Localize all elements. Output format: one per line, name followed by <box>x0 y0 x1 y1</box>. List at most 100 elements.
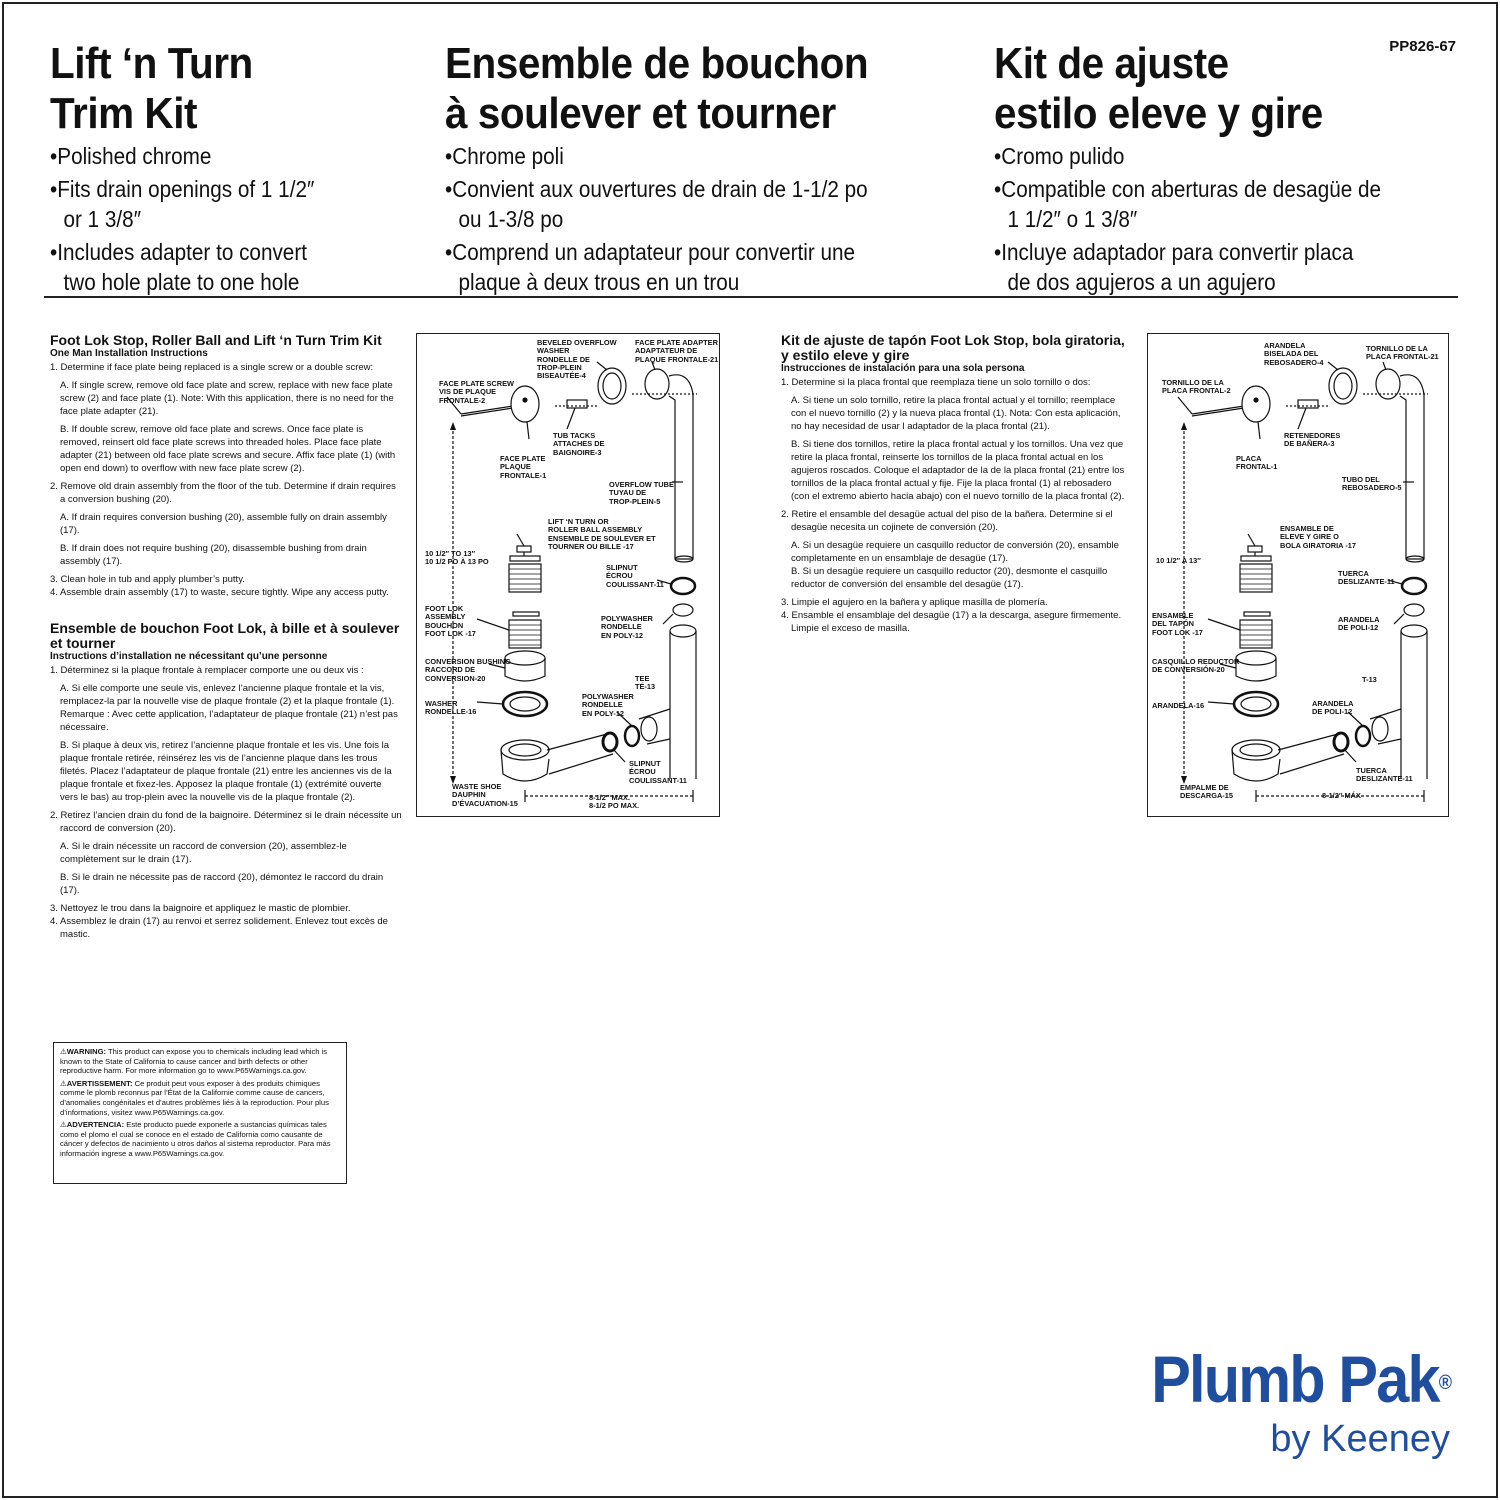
label-polywasher-top: POLYWASHER RONDELLE EN POLY-12 <box>601 614 653 640</box>
step-2a: A. Si le drain nécessite un raccord de c… <box>60 841 347 865</box>
label-slipnut-bottom: TUERCA DESLIZANTE-11 <box>1356 766 1413 784</box>
sku-number: PP826-67 <box>1389 38 1456 55</box>
brand-name: Plumb Pak <box>1151 1342 1440 1416</box>
instructions-title-es: Kit de ajuste de tapón Foot Lok Stop, bo… <box>781 332 1125 363</box>
title-line-2: Trim Kit <box>50 89 198 138</box>
label-beveled-washer: ARANDELA BISELADA DEL REBOSADERO-4 <box>1264 341 1324 367</box>
label-polywasher-bottom: POLYWASHER RONDELLE EN POLY-12 <box>582 692 634 718</box>
label-washer: WASHER RONDELLE-16 <box>425 699 477 717</box>
warning-en-head: ⚠WARNING: <box>60 1047 107 1056</box>
label-foot-lok-assembly: FOOT LOK ASSEMBLY BOUCHON FOOT LOK -17 <box>425 604 476 638</box>
label-face-plate-screw: FACE PLATE SCREW VIS DE PLAQUE FRONTALE-… <box>439 379 515 405</box>
brand-logo: Plumb Pak® by Keeney <box>1118 1342 1452 1461</box>
instructions-title-fr: Ensemble de bouchon Foot Lok, à bille et… <box>50 620 400 651</box>
step-2b: B. If drain does not require bushing (20… <box>60 543 367 567</box>
label-overflow-tube: OVERFLOW TUBE TUYAU DE TROP-PLEIN-5 <box>609 480 674 506</box>
label-polywasher-bottom: ARANDELA DE POLI-12 <box>1312 699 1354 717</box>
feature-item: Fits drain openings of 1 1/2″ or 1 3/8″ <box>50 174 338 234</box>
label-slipnut-top: TUERCA DESLIZANTE-11 <box>1338 569 1395 587</box>
registered-mark: ® <box>1438 1372 1452 1394</box>
instructions-subtitle-en: One Man Installation Instructions <box>50 348 208 359</box>
label-conversion-bushing: CASQUILLO REDUCTOR DE CONVERSIÓN-20 <box>1152 657 1240 675</box>
label-face-plate-adapter: FACE PLATE ADAPTER ADAPTATEUR DE PLAQUE … <box>635 338 719 364</box>
step-2a: A. Si un desagüe requiere un casquillo r… <box>791 540 1119 564</box>
feature-item: Includes adapter to convert two hole pla… <box>50 237 338 297</box>
instructions-subtitle-fr: Instructions d’installation ne nécessita… <box>50 651 328 662</box>
exploded-diagram-en-fr: BEVELED OVERFLOW WASHER RONDELLE DE TROP… <box>416 333 720 817</box>
step-3: 3. Clean hole in tub and apply plumber’s… <box>50 574 245 585</box>
label-face-plate-screw: TORNILLO DE LA PLACA FRONTAL-2 <box>1162 378 1231 396</box>
feature-item: Polished chrome <box>50 141 338 171</box>
warning-fr: ⚠AVERTISSEMENT: Ce produit peut vous exp… <box>60 1079 340 1117</box>
title-line-2: à soulever et tourner <box>445 89 836 138</box>
label-tub-tacks: TUB TACKS ATTACHES DE BAIGNOIRE-3 <box>553 431 605 457</box>
step-1b: B. If double screw, remove old face plat… <box>60 424 396 474</box>
feature-item: Compatible con aberturas de desagüe de 1… <box>994 174 1381 234</box>
label-tee: TEE TÉ-13 <box>635 674 656 692</box>
step-1b: B. Si plaque à deux vis, retirez l’ancie… <box>60 740 392 803</box>
header-divider <box>44 296 1458 298</box>
label-face-plate: PLACA FRONTAL-1 <box>1236 454 1278 472</box>
instructions-en-fr: Foot Lok Stop, Roller Ball and Lift ‘n T… <box>50 333 402 941</box>
feature-item: Chrome poli <box>445 141 877 171</box>
warning-fr-head: ⚠AVERTISSEMENT: <box>60 1078 133 1088</box>
label-height-dimension: 10 1/2″ to 13″ 10 1/2 po à 13 po <box>425 549 489 567</box>
step-1: 1. Determine if face plate being replace… <box>50 362 374 373</box>
header-spanish: Kit de ajuste estilo eleve y gire Cromo … <box>994 40 1424 297</box>
step-4: 4. Assemble drain assembly (17) to waste… <box>50 587 389 598</box>
step-1a: A. Si tiene un solo tornillo, retire la … <box>791 395 1121 432</box>
label-washer: ARANDELA-16 <box>1152 701 1205 710</box>
instructions-title-en: Foot Lok Stop, Roller Ball and Lift ‘n T… <box>50 332 382 348</box>
label-lift-turn-assembly: ENSAMBLE DE ELEVE Y GIRE O BOLA GIRATORI… <box>1280 524 1356 550</box>
label-overflow-tube: TUBO DEL REBOSADERO-5 <box>1342 475 1402 493</box>
feature-item: Incluye adaptador para convertir placa d… <box>994 237 1381 297</box>
label-max-dimension: 8-1/2″ MÁX <box>1322 791 1361 800</box>
title-line-1: Kit de ajuste <box>994 39 1229 88</box>
step-4: 4. Ensamble el ensamblaje del desagüe (1… <box>781 610 1122 634</box>
label-max-dimension: 8-1/2″ MAX. 8-1/2 PO MAX. <box>589 793 640 811</box>
step-4: 4. Assemblez le drain (17) au renvoi et … <box>50 916 388 940</box>
warning-es-text: Este producto puede exponerle a sustanci… <box>60 1120 331 1158</box>
brand-name-line: Plumb Pak® <box>1151 1342 1452 1416</box>
warning-fr-text: Ce produit peut vous exposer à des produ… <box>60 1078 329 1117</box>
step-1: 1. Déterminez si la plaque frontale à re… <box>50 665 364 676</box>
step-1: 1. Determine si la placa frontal que ree… <box>781 377 1091 388</box>
header-english: Lift ‘n Turn Trim Kit Polished chrome Fi… <box>50 40 370 297</box>
feature-item: Convient aux ouvertures de drain de 1-1/… <box>445 174 877 234</box>
label-polywasher-top: ARANDELA DE POLI-12 <box>1338 615 1380 633</box>
step-2b: B. Si le drain ne nécessite pas de racco… <box>60 872 384 896</box>
prop65-warning-box: ⚠WARNING: This product can expose you to… <box>53 1042 347 1184</box>
step-2a: A. If drain requires conversion bushing … <box>60 512 387 536</box>
instructions-subtitle-es: Instrucciones de instalación para una so… <box>781 363 1025 374</box>
feature-list: Chrome poli Convient aux ouvertures de d… <box>445 141 877 297</box>
label-tub-tacks: RETENEDORES DE BAÑERA-3 <box>1284 431 1341 449</box>
label-tee: T-13 <box>1362 675 1377 684</box>
warning-en-text: This product can expose you to chemicals… <box>60 1047 328 1076</box>
label-slipnut-top: SLIPNUT ÉCROU COULISSANT-11 <box>606 563 664 589</box>
label-height-dimension: 10 1/2″ a 13″ <box>1156 556 1201 565</box>
feature-item: Comprend un adaptateur pour convertir un… <box>445 237 877 297</box>
feature-list: Cromo pulido Compatible con aberturas de… <box>994 141 1381 297</box>
label-lift-turn-assembly: LIFT ‘N TURN OR ROLLER BALL ASSEMBLY ENS… <box>548 517 656 551</box>
feature-list: Polished chrome Fits drain openings of 1… <box>50 141 338 297</box>
label-face-plate-adapter: TORNILLO DE LA PLACA FRONTAL-21 <box>1366 344 1439 362</box>
brand-byline: by Keeney <box>1270 1418 1450 1460</box>
warning-es-head: ⚠ADVERTENCIA: <box>60 1120 125 1130</box>
title-line-1: Ensemble de bouchon <box>445 39 869 88</box>
label-beveled-washer: BEVELED OVERFLOW WASHER RONDELLE DE TROP… <box>537 338 617 381</box>
step-2: 2. Retirez l’ancien drain du fond de la … <box>50 810 402 834</box>
warning-en: ⚠WARNING: This product can expose you to… <box>60 1047 340 1076</box>
instructions-es: Kit de ajuste de tapón Foot Lok Stop, bo… <box>781 333 1131 635</box>
label-foot-lok-assembly: ENSAMBLE DEL TAPÓN FOOT LOK -17 <box>1152 611 1203 637</box>
title-line-1: Lift ‘n Turn <box>50 39 253 88</box>
step-2b: B. Si un desagüe requiere un casquillo r… <box>791 566 1108 590</box>
feature-item: Cromo pulido <box>994 141 1381 171</box>
label-conversion-bushing: CONVERSION BUSHING RACCORD DE CONVERSION… <box>425 657 511 683</box>
step-1a: A. If single screw, remove old face plat… <box>60 380 394 417</box>
header-french: Ensemble de bouchon à soulever et tourne… <box>445 40 925 297</box>
step-3: 3. Limpie el agujero en la bañera y apli… <box>781 597 1048 608</box>
label-face-plate: FACE PLATE PLAQUE FRONTALE-1 <box>500 454 547 480</box>
label-waste-shoe: WASTE SHOE DAUPHIN D’ÉVACUATION-15 <box>452 782 518 808</box>
exploded-diagram-es: ARANDELA BISELADA DEL REBOSADERO-4 TORNI… <box>1147 333 1449 817</box>
